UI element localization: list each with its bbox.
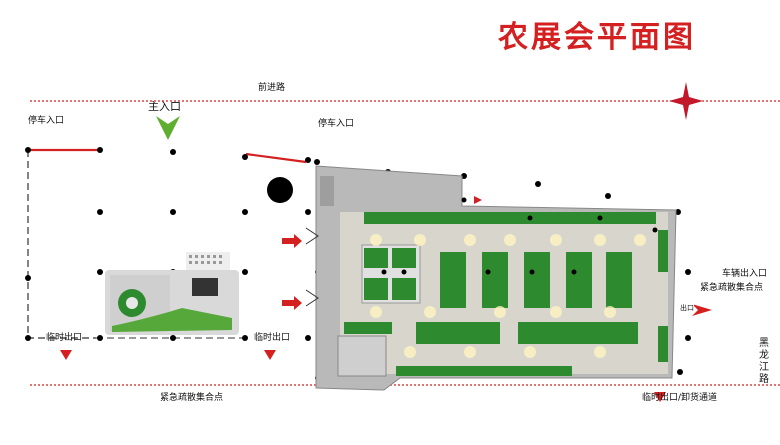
outdoor-stage (105, 252, 239, 335)
temp-exit-mid-label: 临时出口 (254, 333, 291, 343)
parking-entrance-mid-label: 停车入口 (318, 119, 355, 129)
parking-entrance-left-label: 停车入口 (28, 116, 65, 126)
page-title: 农展会平面图 (498, 20, 696, 55)
exit-marker-label: 出口 (680, 303, 694, 313)
front-road-label: 前进路 (258, 83, 286, 93)
emergency-assembly-bottom-label: 紧急疏散集合点 (160, 393, 224, 403)
exhibition-hall (305, 165, 677, 391)
side-road-label: 黑龙江路 (759, 338, 769, 385)
temp-exit-left-label: 临时出口 (46, 333, 83, 343)
entry-arrows (60, 196, 712, 402)
vehicle-exit-label: 车辆出入口 (722, 269, 768, 279)
emergency-assembly-right-label: 紧急疏散集合点 (700, 283, 764, 293)
main-entrance-label: 主入口 (148, 100, 181, 113)
unloading-exit-label: 临时出口/卸货通道 (642, 393, 718, 403)
star-marker (669, 82, 703, 120)
fence-left (27, 150, 96, 339)
parking-gate-mid (245, 152, 307, 164)
round-structure (267, 177, 293, 203)
main-entrance-arrow (156, 116, 180, 140)
